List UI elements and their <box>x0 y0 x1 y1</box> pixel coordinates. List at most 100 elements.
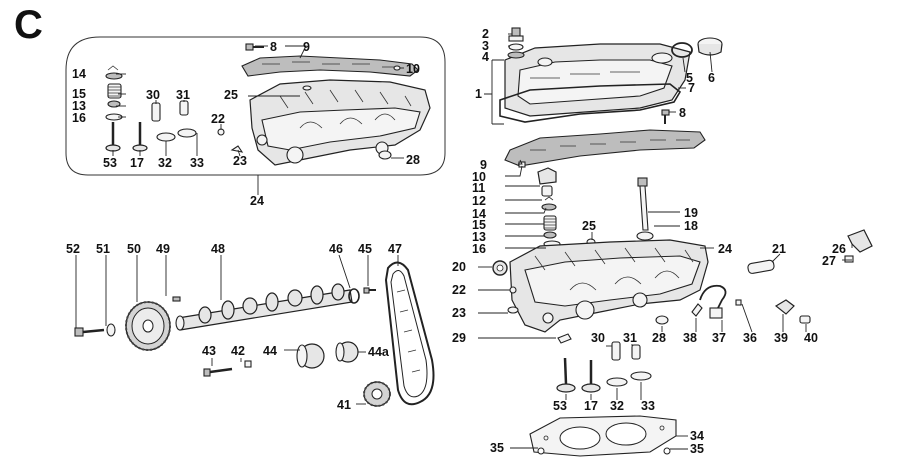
filler-cap-seal <box>671 42 693 58</box>
oil-filler-plug <box>507 27 525 59</box>
callout: 28 <box>652 331 666 345</box>
callout: 44 <box>263 344 277 358</box>
callout: 10 <box>472 170 486 184</box>
callout: 26 <box>832 242 846 256</box>
callout: 2 <box>482 27 489 41</box>
callout: 1 <box>475 87 482 101</box>
callout: 30 <box>146 88 160 102</box>
callout: 40 <box>804 331 818 345</box>
inset-plug-10 <box>393 65 401 71</box>
callout: 15 <box>72 87 86 101</box>
pin-29 <box>557 333 572 344</box>
callout: 18 <box>684 219 698 233</box>
inset-valve-parts <box>105 65 392 160</box>
callout: 42 <box>231 344 245 358</box>
washer-51 <box>106 323 116 337</box>
callout: 39 <box>774 331 788 345</box>
callout: 21 <box>772 242 786 256</box>
callout: 34 <box>690 429 704 443</box>
callout-labels: 8 9 10 14 15 13 16 53 17 32 33 30 31 22 … <box>66 27 846 456</box>
crankshaft-gear <box>363 381 391 407</box>
callout: 8 <box>679 106 686 120</box>
plug-23 <box>507 306 519 314</box>
callout: 13 <box>72 99 86 113</box>
idler-roller <box>335 341 359 363</box>
callout: 29 <box>452 331 466 345</box>
callout: 43 <box>202 344 216 358</box>
bolt-45 <box>363 287 376 294</box>
callout: 51 <box>96 242 110 256</box>
callout: 3 <box>482 39 489 53</box>
callout: 46 <box>329 242 343 256</box>
callout: 19 <box>684 206 698 220</box>
inset-cylinder-head <box>249 79 431 166</box>
nut-42 <box>244 360 252 368</box>
sensor-wire <box>699 284 727 313</box>
callout: 47 <box>388 242 402 256</box>
camshaft <box>175 283 353 331</box>
head-bolt <box>636 177 654 241</box>
callout: 27 <box>822 254 836 268</box>
screw-36 <box>735 299 742 306</box>
valve-cover-gasket <box>499 83 682 123</box>
lower-valve-parts <box>556 341 652 393</box>
callout: 28 <box>406 153 420 167</box>
head-gasket <box>529 415 677 457</box>
callout: 20 <box>452 260 466 274</box>
seal-28 <box>655 315 669 325</box>
callout: 9 <box>303 40 310 54</box>
callout: 53 <box>103 156 117 170</box>
callout: 22 <box>211 112 225 126</box>
clamp-39 <box>774 299 795 315</box>
right-valve-parts <box>518 161 596 248</box>
callout: 6 <box>708 71 715 85</box>
callout: 24 <box>718 242 732 256</box>
tensioner-roller <box>296 343 325 369</box>
sensor-21 <box>747 259 775 274</box>
inset-plug-25 <box>302 85 312 91</box>
dowel-35-right <box>663 447 671 455</box>
callout: 23 <box>233 154 247 168</box>
camshaft-pulley <box>125 301 171 351</box>
callout: 10 <box>406 62 420 76</box>
callout: 4 <box>482 50 489 64</box>
callout: 15 <box>472 218 486 232</box>
callout: 36 <box>743 331 757 345</box>
pulley-bolt <box>74 327 105 337</box>
bolt-40 <box>799 315 811 324</box>
leader-lines <box>75 33 853 450</box>
callout: 33 <box>641 399 655 413</box>
inset-bolt-8 <box>245 43 264 51</box>
callout: 50 <box>127 242 141 256</box>
camshaft-housing-seal <box>504 129 706 167</box>
inset-valve-cover-seal <box>241 55 419 77</box>
callout: 45 <box>358 242 372 256</box>
dowel-35-left <box>537 447 545 455</box>
callout: 7 <box>688 81 695 95</box>
bolt-8 <box>661 109 670 124</box>
pin-22 <box>509 286 517 294</box>
callout: 35 <box>690 442 704 456</box>
clip-38 <box>691 303 703 317</box>
section-letter: C <box>14 3 43 47</box>
callout: 16 <box>472 242 486 256</box>
callout: 33 <box>190 156 204 170</box>
camshaft-plug-46 <box>348 288 360 304</box>
callout: 22 <box>452 283 466 297</box>
callout: 30 <box>591 331 605 345</box>
callout: 14 <box>72 67 86 81</box>
callout: 14 <box>472 207 486 221</box>
key-49 <box>172 296 181 302</box>
bracket-26 <box>844 229 873 263</box>
callout: 37 <box>712 331 726 345</box>
callout: 32 <box>158 156 172 170</box>
callout: 9 <box>480 158 487 172</box>
callout: 32 <box>610 399 624 413</box>
callout: 38 <box>683 331 697 345</box>
callout: 48 <box>211 242 225 256</box>
cylinder-head <box>509 239 709 333</box>
callout: 31 <box>623 331 637 345</box>
callout: 31 <box>176 88 190 102</box>
callout: 25 <box>224 88 238 102</box>
